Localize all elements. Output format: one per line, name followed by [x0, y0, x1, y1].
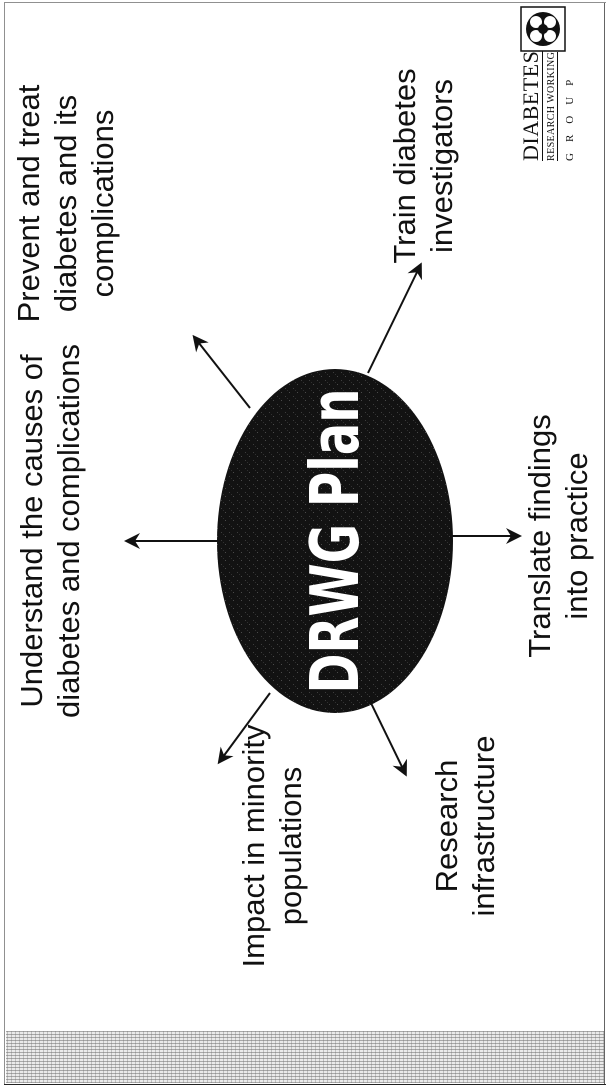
logo-main-text: DIABETES [518, 50, 543, 161]
logo-group-text: GROUP [564, 68, 576, 161]
center-circle [217, 369, 453, 713]
arrow-lower-right [367, 262, 422, 374]
arrow-lower-left [369, 700, 407, 777]
logo-sub-text: RESEARCH WORKING [546, 51, 558, 161]
node-translate-findings: Translate findings into practice [522, 414, 594, 658]
diabetes-logo-icon [520, 6, 566, 52]
arrow-upper-left [217, 692, 271, 765]
node-prevent-treat: Prevent and treat diabetes and its compl… [11, 84, 120, 323]
node-research-infrastructure: Research infrastructure [429, 735, 501, 917]
node-understand-causes: Understand the causes of diabetes and co… [14, 344, 86, 718]
node-train-investigators: Train diabetes investigators [387, 68, 459, 264]
drwg-logo: DIABETES RESEARCH WORKING GROUP [518, 11, 608, 161]
center-label: DRWG Plan [296, 389, 374, 694]
node-impact-minority: Impact in minority populations [236, 724, 308, 968]
arrow-upper-right [192, 334, 251, 409]
